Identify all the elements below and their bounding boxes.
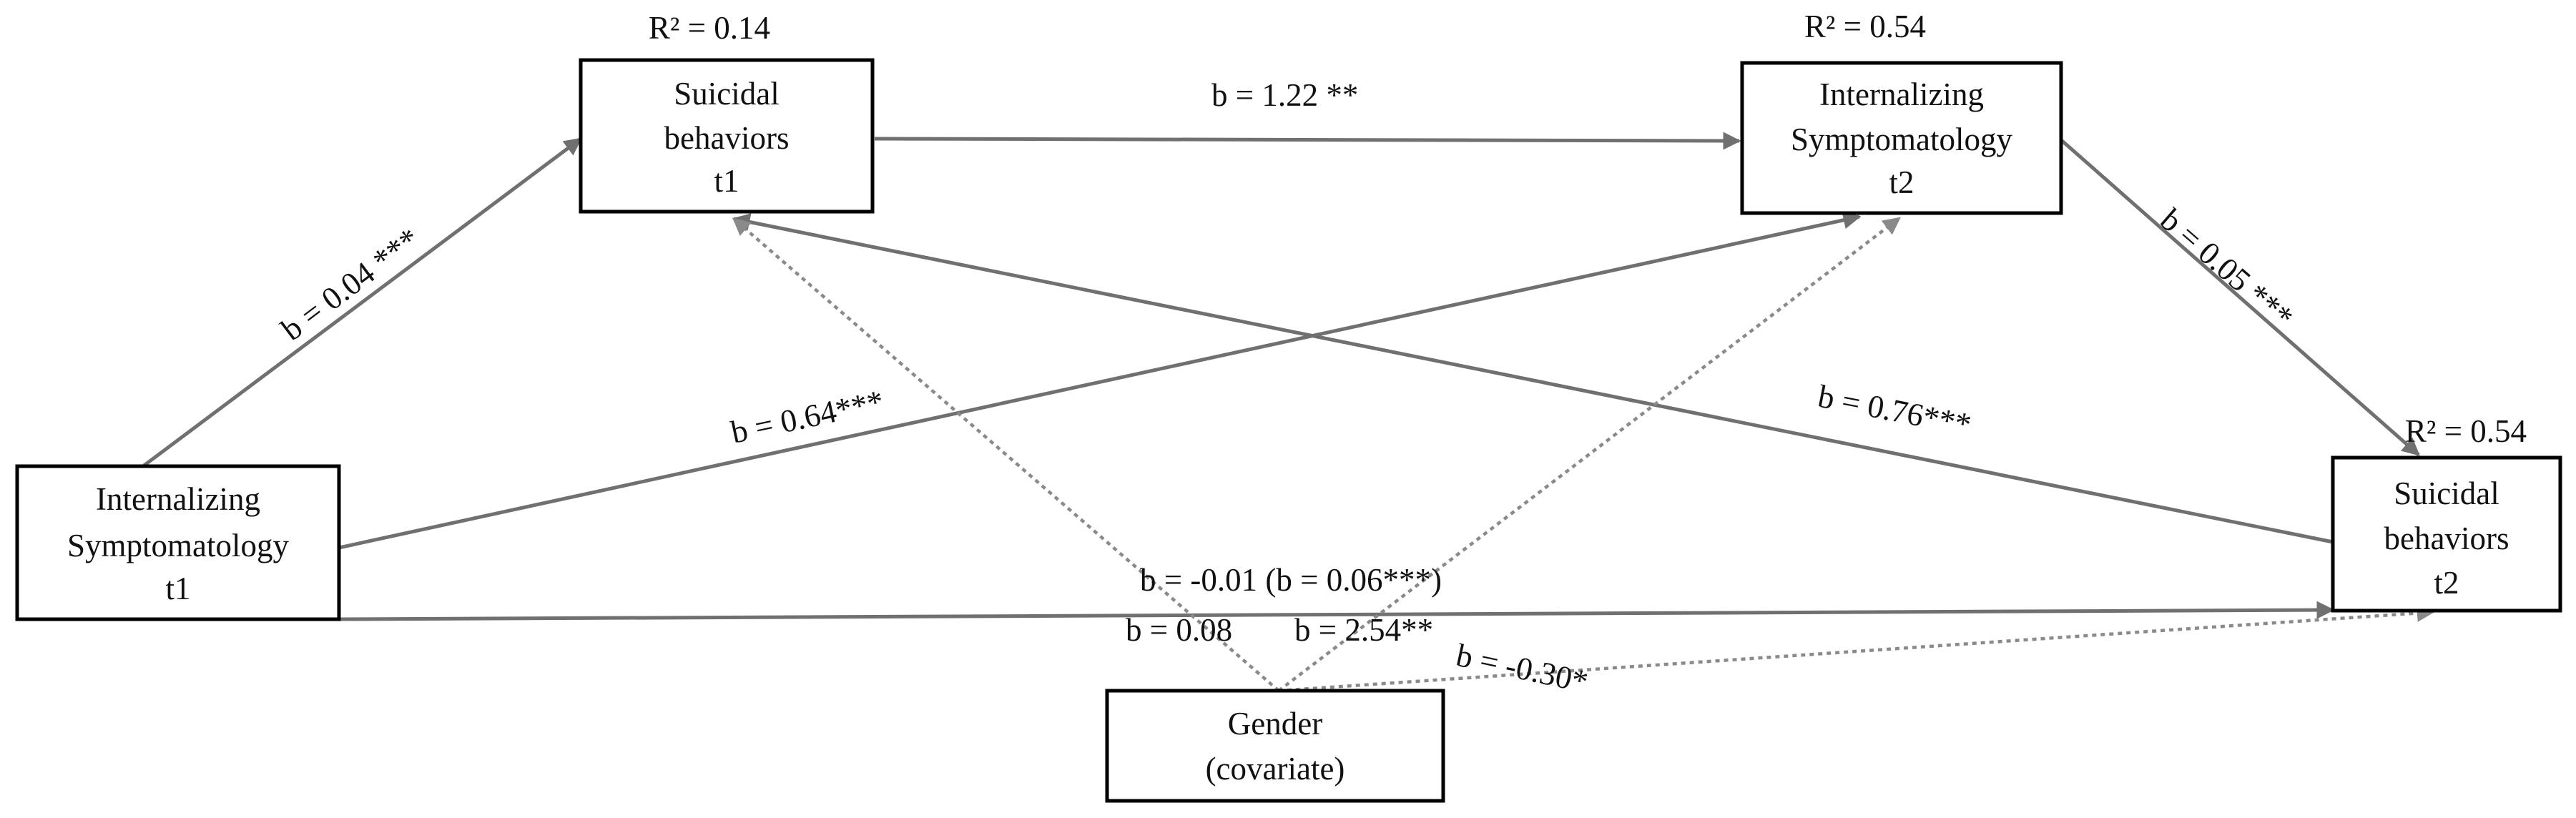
- label-sui-t1-to-int-t2: b = 1.22 **: [1211, 77, 1358, 113]
- path-int-t1-to-sui-t2: [338, 601, 2335, 621]
- node-internalizing-t1-line1: Internalizing: [96, 481, 260, 517]
- node-suicidal-t1-line3: t1: [714, 163, 739, 199]
- path-sui-t1-to-int-t2: [874, 132, 1741, 150]
- r2-suicidal-t2: R² = 0.54: [2405, 413, 2527, 449]
- label-int-t1-to-sui-t1: b = 0.04 ***: [275, 221, 426, 348]
- node-suicidal-t2-line2: behaviors: [2384, 521, 2509, 556]
- node-internalizing-t1-line3: t1: [165, 571, 190, 606]
- label-gender-to-int-t2: b = 2.54**: [1294, 612, 1433, 648]
- r2-internalizing-t2: R² = 0.54: [1804, 9, 1926, 44]
- r2-suicidal-t1: R² = 0.14: [649, 10, 770, 46]
- node-suicidal-t1-line1: Suicidal: [674, 76, 779, 112]
- label-int-t1-to-int-t2: b = 0.64***: [728, 383, 887, 450]
- label-gender-to-sui-t2: b = -0.30*: [1453, 637, 1591, 700]
- node-internalizing-t1-line2: Symptomatology: [67, 528, 290, 563]
- node-gender: Gender (covariate): [1105, 689, 1445, 803]
- node-internalizing-t2-line3: t2: [1889, 164, 1914, 200]
- path-int-t1-to-int-t2: [338, 211, 1862, 550]
- path-gender-to-sui-t1: [732, 217, 1280, 692]
- node-internalizing-t2-line1: Internalizing: [1819, 77, 1984, 112]
- label-sui-t1-to-sui-t2: b = 0.76***: [1815, 378, 1974, 443]
- path-gender-to-sui-t2: [1278, 604, 2435, 693]
- node-suicidal-t2-line1: Suicidal: [2394, 475, 2499, 511]
- node-internalizing-t1: Internalizing Symptomatology t1: [15, 464, 341, 621]
- node-gender-line1: Gender: [1228, 706, 1322, 741]
- label-int-t2-to-sui-t2: b = 0.05 ***: [2153, 202, 2300, 335]
- path-sui-t1-to-sui-t2: [732, 213, 2334, 544]
- node-suicidal-t1: Suicidal behaviors t1: [579, 58, 875, 214]
- node-suicidal-t1-line2: behaviors: [664, 120, 790, 156]
- node-suicidal-t2-line3: t2: [2434, 565, 2459, 601]
- path-int-t1-to-sui-t1: [142, 137, 583, 468]
- label-int-t1-to-sui-t2: b = -0.01 (b = 0.06***): [1140, 562, 1442, 598]
- node-internalizing-t2: Internalizing Symptomatology t2: [1740, 61, 2063, 215]
- node-gender-line2: (covariate): [1206, 751, 1345, 787]
- node-internalizing-t2-line2: Symptomatology: [1791, 122, 2013, 157]
- path-int-t2-to-sui-t2: [2058, 137, 2420, 456]
- node-suicidal-t2: Suicidal behaviors t2: [2331, 455, 2562, 613]
- label-gender-to-sui-t1: b = 0.08: [1126, 612, 1232, 648]
- path-gender-to-int-t2: [1277, 217, 1901, 692]
